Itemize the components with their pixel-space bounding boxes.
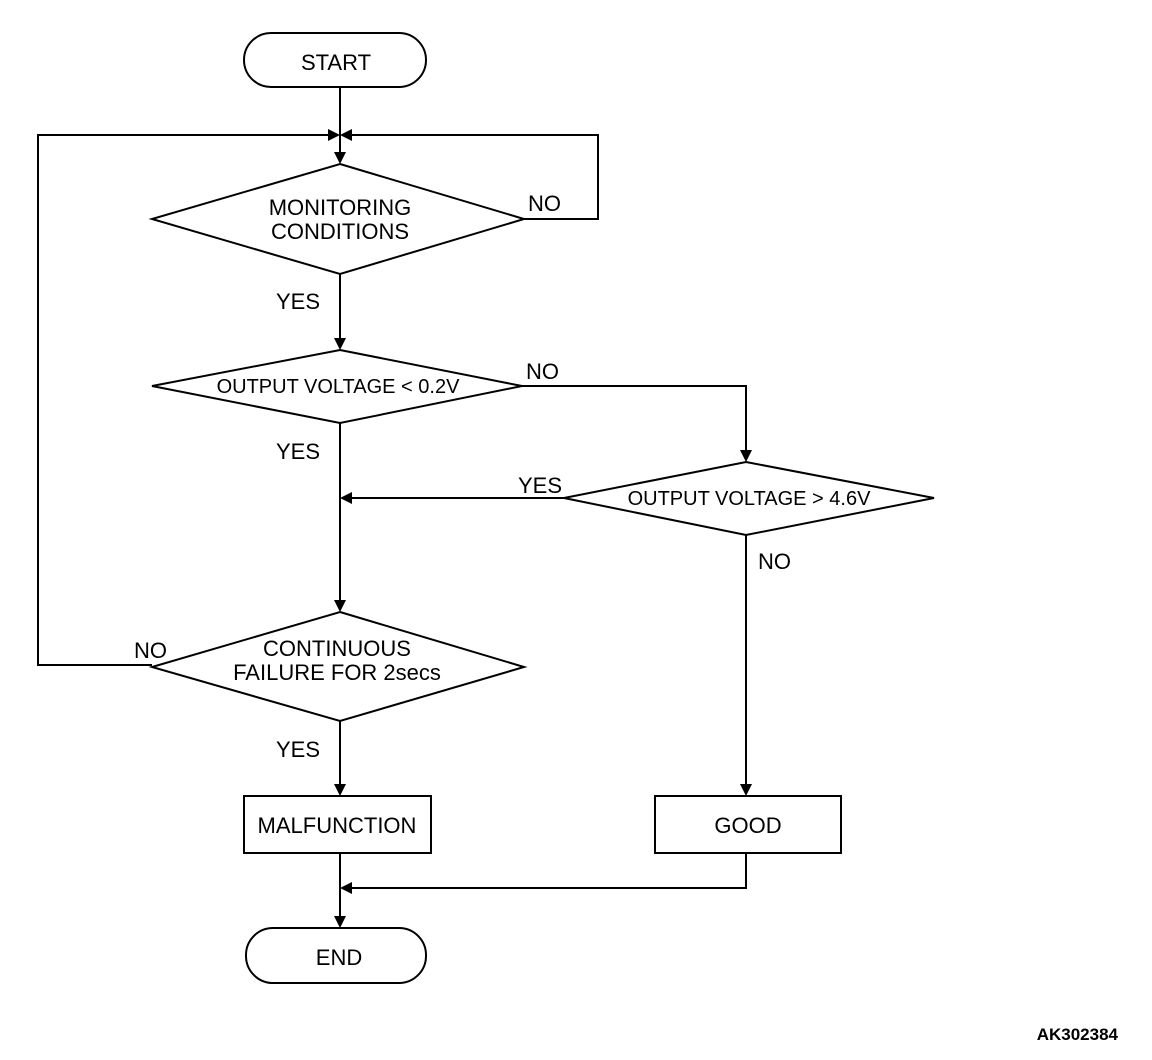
good-to-end-connector (350, 853, 747, 889)
output-low-yes-label: YES (276, 439, 320, 464)
good-to-end-arrowhead (340, 882, 352, 894)
malfunction-to-end-arrowhead (334, 916, 346, 928)
start-node: START (243, 32, 427, 88)
monitoring-yes-arrowhead (334, 338, 346, 350)
end-label: END (316, 945, 362, 970)
output-high-yes-label: YES (518, 473, 562, 498)
monitoring-yes-label: YES (276, 289, 320, 314)
continuous-yes-label: YES (276, 737, 320, 762)
continuous-failure-decision: CONTINUOUS FAILURE FOR 2secs (148, 610, 528, 723)
start-label: START (301, 50, 371, 75)
output-low-no-label: NO (526, 359, 559, 384)
output-low-label: OUTPUT VOLTAGE < 0.2V (217, 376, 461, 398)
end-node: END (245, 927, 427, 984)
continuous-no-loop (37, 134, 328, 666)
output-high-no-label: NO (758, 549, 791, 574)
output-high-yes-arrowhead (340, 492, 352, 504)
monitoring-no-loop (352, 134, 599, 220)
continuous-label-line2: FAILURE FOR 2secs (233, 660, 441, 685)
continuous-label-line1: CONTINUOUS (263, 636, 411, 661)
continuous-no-label: NO (134, 638, 167, 663)
monitoring-label-line2: CONDITIONS (271, 219, 409, 244)
malfunction-label: MALFUNCTION (258, 813, 417, 838)
to-monitoring-arrowhead (334, 152, 346, 164)
monitoring-label-line1: MONITORING (269, 195, 412, 220)
output-voltage-high-decision: OUTPUT VOLTAGE > 4.6V (563, 460, 935, 537)
monitoring-conditions-decision: MONITORING CONDITIONS (148, 162, 528, 276)
malfunction-node: MALFUNCTION (243, 795, 432, 854)
output-high-no-arrowhead (740, 784, 752, 796)
output-voltage-low-decision: OUTPUT VOLTAGE < 0.2V (151, 348, 523, 425)
reference-code: AK302384 (1037, 1025, 1119, 1044)
monitoring-no-label: NO (528, 191, 561, 216)
output-low-no-connector (522, 385, 747, 452)
output-low-yes-arrowhead (334, 600, 346, 612)
output-low-no-arrowhead (740, 450, 752, 462)
output-high-label: OUTPUT VOLTAGE > 4.6V (628, 488, 872, 510)
loop-right-arrowhead (340, 129, 352, 141)
loop-left-arrowhead (328, 129, 340, 141)
good-label: GOOD (714, 813, 781, 838)
continuous-yes-arrowhead (334, 784, 346, 796)
good-node: GOOD (654, 795, 842, 854)
